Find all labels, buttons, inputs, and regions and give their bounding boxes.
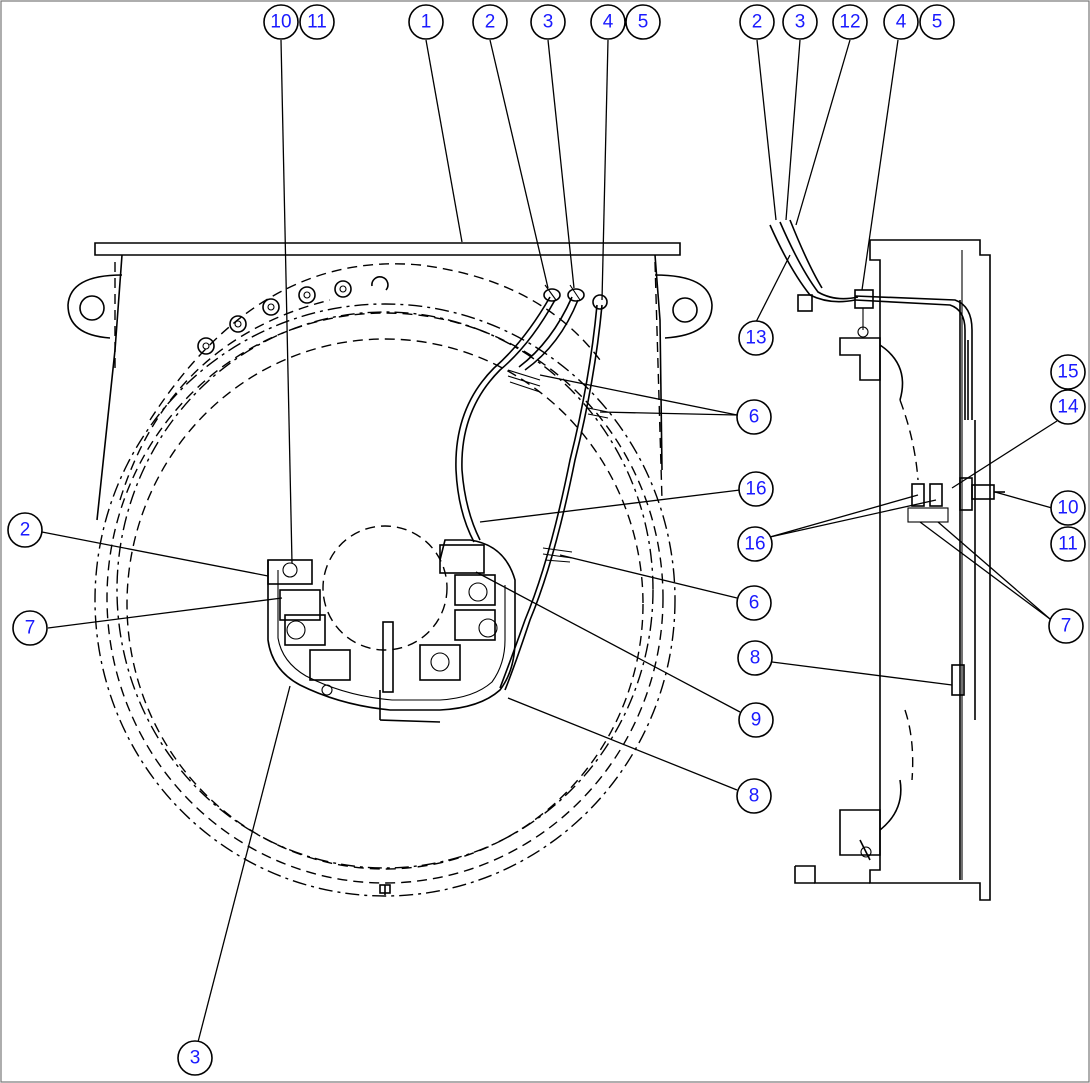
svg-text:2: 2 — [20, 520, 31, 541]
leader-lines — [41, 39, 1058, 1043]
callout-6-lower: 6 — [736, 585, 772, 621]
svg-text:2: 2 — [485, 12, 496, 33]
callout-8-side: 8 — [737, 640, 773, 676]
callout-15: 15 — [1050, 354, 1086, 390]
svg-text:16: 16 — [744, 534, 765, 555]
side-view-housing — [769, 219, 1005, 901]
callout-12: 12 — [832, 4, 868, 40]
svg-text:4: 4 — [896, 12, 907, 33]
svg-text:14: 14 — [1057, 397, 1079, 418]
svg-text:6: 6 — [749, 593, 760, 614]
callout-2-side: 2 — [739, 4, 775, 40]
svg-text:8: 8 — [749, 786, 760, 807]
svg-text:9: 9 — [751, 710, 762, 731]
callout-9: 9 — [738, 702, 774, 738]
front-view-housing — [67, 242, 713, 521]
callout-11-top: 11 — [299, 4, 335, 40]
svg-text:5: 5 — [932, 12, 943, 33]
svg-text:10: 10 — [1057, 498, 1078, 519]
callout-16-front: 16 — [738, 471, 774, 507]
brush-holder-assembly — [267, 539, 516, 723]
svg-text:5: 5 — [638, 12, 649, 33]
svg-text:11: 11 — [1058, 534, 1078, 555]
svg-text:11: 11 — [307, 12, 327, 33]
callout-5-top: 5 — [625, 4, 661, 40]
svg-text:7: 7 — [25, 618, 36, 639]
front-view-rings — [94, 263, 676, 897]
callout-4-side: 4 — [883, 4, 919, 40]
callout-3-bottom: 3 — [177, 1040, 213, 1076]
callout-8-front: 8 — [736, 778, 772, 814]
svg-text:1: 1 — [421, 12, 432, 33]
svg-text:4: 4 — [603, 12, 614, 33]
svg-text:2: 2 — [752, 12, 763, 33]
callout-7-left: 7 — [12, 610, 48, 646]
callout-14: 14 — [1050, 389, 1086, 425]
callout-3-side: 3 — [782, 4, 818, 40]
callout-7-side: 7 — [1048, 608, 1084, 644]
svg-text:3: 3 — [543, 12, 554, 33]
front-view-cables — [455, 284, 609, 691]
callout-1: 1 — [408, 4, 444, 40]
callout-11-side: 11 — [1050, 526, 1086, 562]
svg-text:7: 7 — [1061, 616, 1072, 637]
callout-6-upper: 6 — [736, 399, 772, 435]
svg-text:16: 16 — [745, 479, 766, 500]
callout-2-left: 2 — [7, 512, 43, 548]
svg-text:8: 8 — [750, 648, 761, 669]
callout-5-side: 5 — [919, 4, 955, 40]
svg-text:12: 12 — [839, 12, 860, 33]
callout-10-top: 10 — [263, 4, 299, 40]
callout-10-side: 10 — [1050, 490, 1086, 526]
callout-13: 13 — [738, 320, 774, 356]
svg-text:10: 10 — [270, 12, 291, 33]
svg-text:6: 6 — [749, 407, 760, 428]
callout-3-top: 3 — [530, 4, 566, 40]
svg-text:3: 3 — [795, 12, 806, 33]
svg-text:15: 15 — [1057, 362, 1078, 383]
svg-text:3: 3 — [190, 1048, 201, 1069]
svg-text:13: 13 — [745, 328, 766, 349]
callout-2-top: 2 — [472, 4, 508, 40]
shaft-circle — [322, 525, 448, 651]
callout-16-side: 16 — [737, 526, 773, 562]
callout-4-top: 4 — [590, 4, 626, 40]
